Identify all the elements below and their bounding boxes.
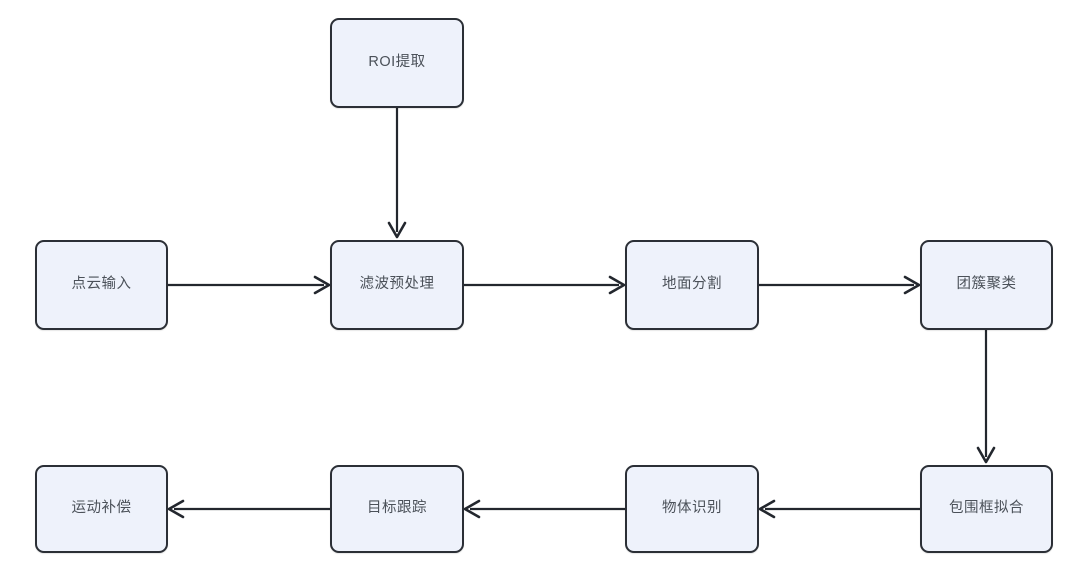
- node-label-ground-segmentation: 地面分割: [662, 276, 722, 293]
- node-label-target-tracking: 目标跟踪: [367, 500, 427, 517]
- node-label-bounding-box-fit: 包围框拟合: [949, 500, 1024, 517]
- edge-track-to-motion: [167, 499, 330, 519]
- node-filter-preprocess[interactable]: 滤波预处理: [330, 240, 464, 330]
- node-label-cluster: 团簇聚类: [956, 276, 1017, 293]
- edge-filter-to-ground: [464, 275, 626, 295]
- node-label-motion-compensation: 运动补偿: [71, 500, 132, 517]
- edge-bbox-to-recognize: [758, 499, 920, 519]
- node-label-point-cloud-input: 点云输入: [71, 276, 132, 293]
- node-label-roi: ROI提取: [368, 54, 426, 71]
- edge-roi-to-filter: [387, 108, 407, 239]
- node-object-recognition[interactable]: 物体识别: [625, 465, 759, 553]
- node-roi[interactable]: ROI提取: [330, 18, 464, 108]
- node-bounding-box-fit[interactable]: 包围框拟合: [920, 465, 1053, 553]
- node-point-cloud-input[interactable]: 点云输入: [35, 240, 168, 330]
- node-label-object-recognition: 物体识别: [662, 500, 722, 517]
- node-label-filter-preprocess: 滤波预处理: [359, 276, 435, 293]
- node-motion-compensation[interactable]: 运动补偿: [35, 465, 168, 553]
- node-target-tracking[interactable]: 目标跟踪: [330, 465, 464, 553]
- edge-ground-to-cluster: [759, 275, 921, 295]
- node-cluster[interactable]: 团簇聚类: [920, 240, 1053, 330]
- edge-cluster-to-bbox: [976, 330, 996, 464]
- node-ground-segmentation[interactable]: 地面分割: [625, 240, 759, 330]
- edge-recognize-to-track: [463, 499, 625, 519]
- edge-input-to-filter: [168, 275, 331, 295]
